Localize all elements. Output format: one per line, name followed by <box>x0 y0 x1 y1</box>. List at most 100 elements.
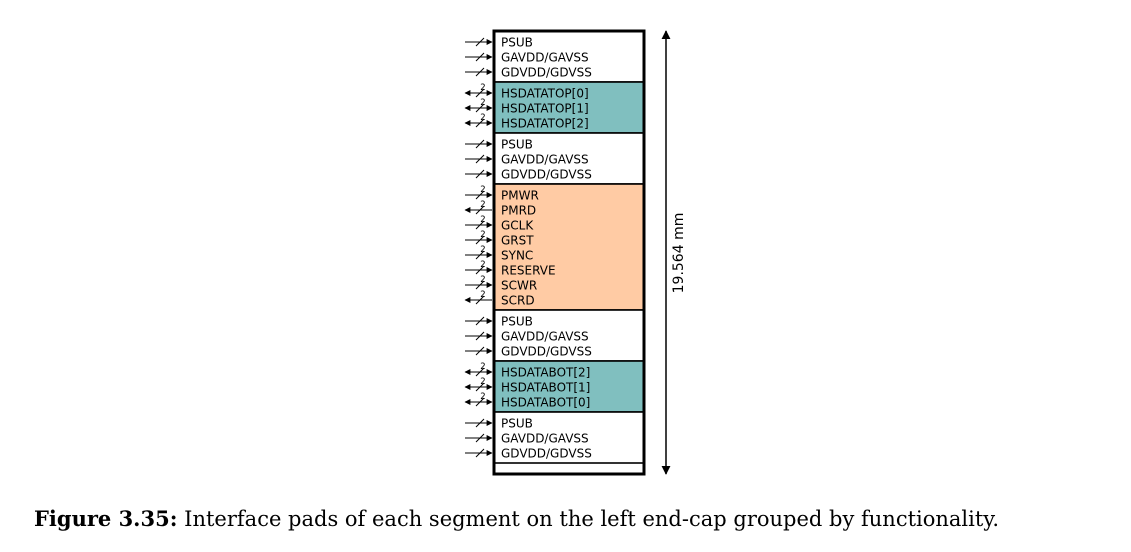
bus-slash <box>475 346 485 356</box>
pad-pin: 2 HSDATATOP[0] <box>464 83 589 100</box>
pin-label: HSDATATOP[0] <box>501 86 589 100</box>
bus-width: 2 <box>480 83 485 93</box>
bus-width: 2 <box>480 200 485 210</box>
pad-pin: PSUB <box>465 137 533 151</box>
bus-slash <box>475 205 485 215</box>
pin-label: GAVDD/GAVSS <box>501 152 589 166</box>
pad-pin: GDVDD/GDVSS <box>465 446 592 460</box>
pin-label: SCRD <box>501 293 535 307</box>
bus-width: 2 <box>480 275 485 285</box>
pin-label: HSDATATOP[2] <box>501 116 589 130</box>
pad-pin: 2 GCLK <box>465 215 534 232</box>
pad-pin: GAVDD/GAVSS <box>465 329 589 343</box>
pad-pin: GDVDD/GDVSS <box>465 167 592 181</box>
pin-label: PMRD <box>501 203 536 217</box>
pin-label: GDVDD/GDVSS <box>501 344 592 358</box>
pin-label: HSDATABOT[0] <box>501 395 590 409</box>
bus-slash <box>475 190 485 200</box>
bus-slash <box>475 118 485 128</box>
pin-label: PSUB <box>501 416 533 430</box>
bus-slash <box>475 103 485 113</box>
pad-pin: 2 PMWR <box>465 185 539 202</box>
pin-label: GDVDD/GDVSS <box>501 65 592 79</box>
bus-slash <box>475 37 485 47</box>
pad-pin: 2 RESERVE <box>465 260 556 277</box>
pin-label: GRST <box>501 233 534 247</box>
bus-width: 2 <box>480 392 485 402</box>
pin-label: PMWR <box>501 188 539 202</box>
pad-pin: GAVDD/GAVSS <box>465 50 589 64</box>
bus-slash <box>475 280 485 290</box>
pad-pin: GDVDD/GDVSS <box>465 344 592 358</box>
caption-text: Interface pads of each segment on the le… <box>184 507 1000 531</box>
bus-slash <box>475 139 485 149</box>
pad-pin: PSUB <box>465 416 533 430</box>
figure-number: Figure 3.35: <box>34 506 178 531</box>
pin-label: GDVDD/GDVSS <box>501 446 592 460</box>
pad-groups <box>493 30 645 464</box>
dimension-arrow: 19.564 mm <box>661 30 687 475</box>
pin-label: HSDATABOT[2] <box>501 365 590 379</box>
dimension-label: 19.564 mm <box>671 213 687 294</box>
pin-label: GAVDD/GAVSS <box>501 50 589 64</box>
pin-label: GCLK <box>501 218 534 232</box>
bus-slash <box>475 154 485 164</box>
bus-slash <box>475 52 485 62</box>
bus-slash <box>475 397 485 407</box>
pad-pin: 2 SCWR <box>465 275 537 292</box>
pad-pin: 2 GRST <box>465 230 534 247</box>
pad-pin: 2 SYNC <box>465 245 533 262</box>
bus-slash <box>475 331 485 341</box>
bus-width: 2 <box>480 362 485 372</box>
bus-width: 2 <box>480 290 485 300</box>
pin-label: SCWR <box>501 278 537 292</box>
bus-width: 2 <box>480 245 485 255</box>
pad-pin: 2 SCRD <box>464 290 535 307</box>
pad-group-power <box>493 30 645 83</box>
pin-label: PSUB <box>501 314 533 328</box>
pad-pin: 2 HSDATABOT[2] <box>464 362 590 379</box>
bus-width: 2 <box>480 230 485 240</box>
bus-slash <box>475 67 485 77</box>
bus-slash <box>475 316 485 326</box>
bus-slash <box>475 235 485 245</box>
bus-width: 2 <box>480 185 485 195</box>
pad-pin: GAVDD/GAVSS <box>465 152 589 166</box>
pad-pin: GAVDD/GAVSS <box>465 431 589 445</box>
bus-slash <box>475 433 485 443</box>
bus-slash <box>475 265 485 275</box>
pad-group-power <box>493 132 645 185</box>
pin-label: GAVDD/GAVSS <box>501 431 589 445</box>
pin-label: PSUB <box>501 35 533 49</box>
pin-label: SYNC <box>501 248 533 262</box>
pin-label: GAVDD/GAVSS <box>501 329 589 343</box>
bus-slash <box>475 418 485 428</box>
pin-label: GDVDD/GDVSS <box>501 167 592 181</box>
bus-width: 2 <box>480 98 485 108</box>
pad-pin: 2 HSDATATOP[1] <box>464 98 589 115</box>
pad-group-hsdata <box>493 81 645 134</box>
end-cap-outline <box>492 29 646 476</box>
bus-slash <box>475 169 485 179</box>
pad-pin: PSUB <box>465 314 533 328</box>
pin-label: RESERVE <box>501 263 556 277</box>
bus-slash <box>475 220 485 230</box>
pin-label: HSDATATOP[1] <box>501 101 589 115</box>
pad-pin: 2 HSDATATOP[2] <box>464 113 589 130</box>
pad-pin: 2 PMRD <box>464 200 536 217</box>
bus-slash <box>475 250 485 260</box>
bus-width: 2 <box>480 260 485 270</box>
bus-slash <box>475 448 485 458</box>
bus-width: 2 <box>480 113 485 123</box>
pin-label: HSDATABOT[1] <box>501 380 590 394</box>
bus-width: 2 <box>480 215 485 225</box>
pad-pin: PSUB <box>465 35 533 49</box>
bus-width: 2 <box>480 377 485 387</box>
pad-group-control <box>493 183 645 311</box>
bus-slash <box>475 382 485 392</box>
bus-slash <box>475 295 485 305</box>
pad-pin: GDVDD/GDVSS <box>465 65 592 79</box>
pad-pin: 2 HSDATABOT[0] <box>464 392 590 409</box>
figure-caption: Figure 3.35: Interface pads of each segm… <box>34 506 1124 531</box>
bus-slash <box>475 88 485 98</box>
